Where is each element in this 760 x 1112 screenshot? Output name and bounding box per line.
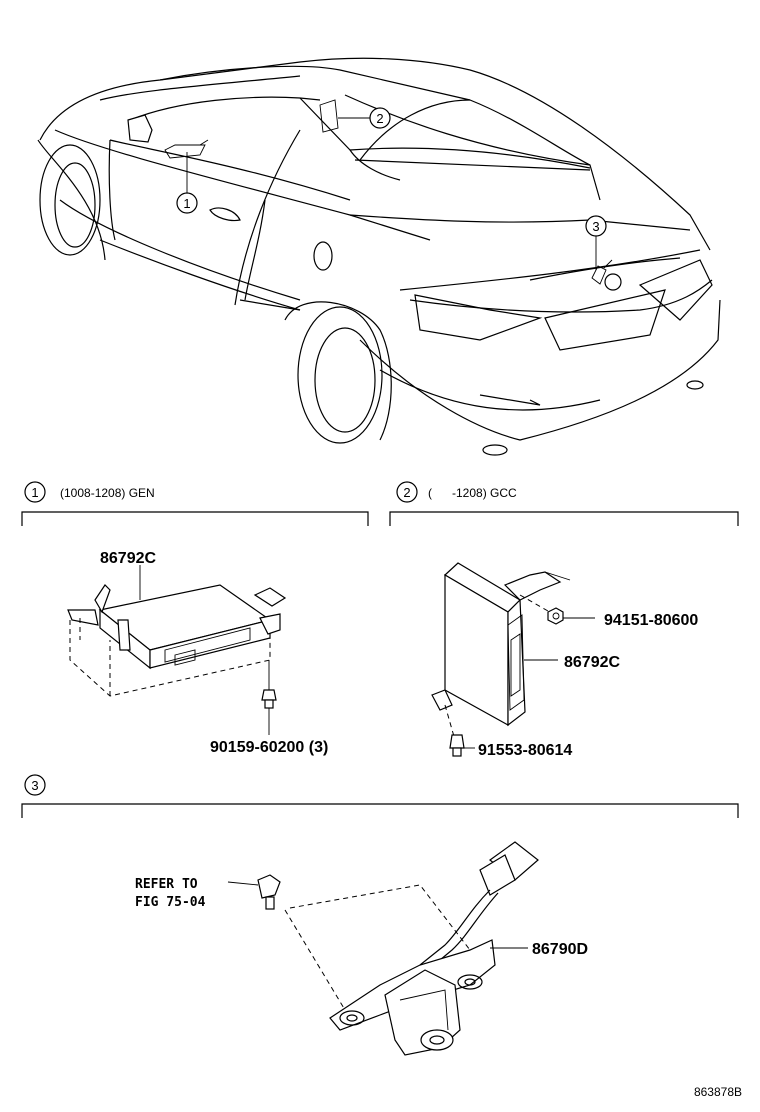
callout-2: 2 bbox=[338, 107, 391, 129]
section-2-title: ( -1208) GCC bbox=[428, 486, 517, 500]
section-2-number: 2 bbox=[403, 485, 410, 500]
section-2: 2 ( -1208) GCC bbox=[389, 481, 739, 759]
section-1-title: (1008-1208) GEN bbox=[60, 486, 155, 500]
callout-1: 1 bbox=[176, 152, 198, 214]
bolt-refer-fig75 bbox=[257, 874, 281, 910]
figure-id: 863878B bbox=[694, 1085, 742, 1099]
section-1: 1 (1008-1208) GEN 867 bbox=[21, 481, 369, 756]
callout-3: 3 bbox=[585, 215, 607, 270]
callout-1-label: 1 bbox=[183, 196, 190, 211]
ecu-gen bbox=[67, 584, 287, 670]
callout-3-label: 3 bbox=[592, 219, 599, 234]
part-label-94151-80600: 94151-80600 bbox=[604, 612, 698, 629]
part-label-86790d: 86790D bbox=[532, 941, 588, 958]
part-label-90159-60200: 90159-60200 (3) bbox=[210, 739, 328, 756]
part-label-86792c-gen: 86792C bbox=[100, 550, 156, 567]
ecu-gcc bbox=[431, 562, 571, 727]
refer-to-line-1: REFER TO bbox=[135, 877, 198, 892]
callout-2-label: 2 bbox=[376, 111, 383, 126]
bolt-91553 bbox=[449, 734, 475, 757]
part-label-91553-80614: 91553-80614 bbox=[478, 742, 572, 759]
refer-to-line-2: FIG 75-04 bbox=[135, 895, 206, 910]
nut-94151 bbox=[547, 607, 595, 625]
car-illustration bbox=[37, 57, 721, 456]
section-3: 3 bbox=[21, 774, 739, 1056]
back-camera-86790d bbox=[329, 841, 539, 1056]
section-3-number: 3 bbox=[31, 778, 38, 793]
part-label-86792c-gcc: 86792C bbox=[564, 654, 620, 671]
bolt-90159 bbox=[261, 660, 277, 735]
section-1-number: 1 bbox=[31, 485, 38, 500]
